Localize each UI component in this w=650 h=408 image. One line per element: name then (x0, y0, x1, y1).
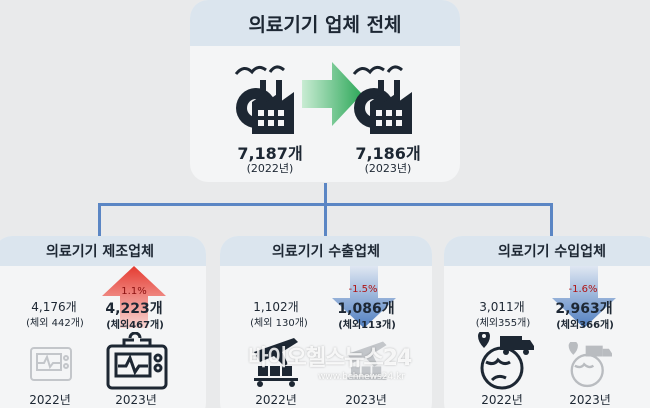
export-year-curr: 2023년 (345, 393, 387, 407)
export-year-prev: 2022년 (255, 393, 297, 407)
manufacturer-title: 의료기기 제조업체 (46, 244, 154, 260)
total-year-2023: (2023년) (364, 162, 412, 175)
total-count-2023: 7,186개 (355, 144, 421, 163)
connector-right (550, 203, 553, 237)
medical-monitor-icon-2023 (106, 332, 168, 390)
import-card: 의료기기 수입업체 3,011개 (체외355개) -1.6% 2,963개 (… (444, 236, 650, 408)
import-year-prev: 2022년 (481, 393, 523, 407)
export-plane-icon-2023 (347, 341, 387, 380)
manufacturer-card: 의료기기 제조업체 4,176개 (체외 442개) 1.1% 4,223개 (… (0, 236, 206, 408)
watermark-text: 바이오헬스뉴스24 (248, 346, 412, 371)
export-change: -1.5% (348, 284, 378, 295)
connector-left (98, 203, 101, 237)
import-globe-truck-icon-2022 (478, 332, 534, 390)
total-year-2022: (2022년) (246, 162, 294, 175)
blue-down-arrow-icon (552, 266, 616, 328)
manufacturer-curr-sub: (체외467개) (106, 320, 164, 331)
watermark-url: www.bchnews24.kr (318, 372, 405, 382)
import-year-curr: 2023년 (569, 393, 611, 407)
import-prev-count: 3,011개 (479, 300, 525, 314)
manufacturer-curr-count: 4,223개 (105, 301, 163, 317)
export-curr-count: 1,086개 (337, 301, 395, 317)
manufacturer-year-curr: 2023년 (115, 393, 157, 407)
green-arrow-icon (302, 62, 362, 126)
connector-vertical-top (324, 183, 327, 205)
manufacturer-card-header: 의료기기 제조업체 (0, 236, 206, 266)
manufacturer-year-prev: 2022년 (29, 393, 71, 407)
import-globe-truck-icon-2023 (568, 342, 612, 388)
connector-middle (324, 203, 327, 237)
export-prev-sub: (체외 130개) (250, 318, 308, 329)
import-curr-sub: (체외366개) (556, 320, 614, 331)
blue-down-arrow-icon (332, 266, 396, 328)
import-change: -1.6% (568, 284, 598, 295)
import-card-header: 의료기기 수입업체 (444, 236, 650, 266)
total-card-header: 의료기기 업체 전체 (190, 0, 460, 46)
total-card: 의료기기 업체 전체 (190, 0, 460, 182)
export-prev-count: 1,102개 (253, 300, 299, 314)
factory-icon-2022 (234, 65, 294, 134)
import-prev-sub: (체외355개) (475, 318, 531, 329)
manufacturer-prev-sub: (체외 442개) (26, 318, 84, 329)
export-curr-sub: (체외113개) (338, 320, 396, 331)
export-card: 의료기기 수출업체 1,102개 (체외 130개) -1.5% 1,086개 … (220, 236, 432, 408)
manufacturer-change: 1.1% (121, 286, 147, 297)
total-count-2022: 7,187개 (237, 144, 303, 163)
medical-monitor-icon-2022 (30, 347, 72, 381)
import-title: 의료기기 수입업체 (498, 244, 606, 260)
export-plane-icon-2022 (254, 338, 298, 387)
total-title: 의료기기 업체 전체 (248, 13, 402, 36)
factory-icon-2023 (352, 65, 412, 134)
export-title: 의료기기 수출업체 (272, 244, 380, 260)
export-card-header: 의료기기 수출업체 (220, 236, 432, 266)
red-up-arrow-icon (102, 266, 166, 328)
import-curr-count: 2,963개 (555, 301, 613, 317)
manufacturer-prev-count: 4,176개 (31, 300, 77, 314)
